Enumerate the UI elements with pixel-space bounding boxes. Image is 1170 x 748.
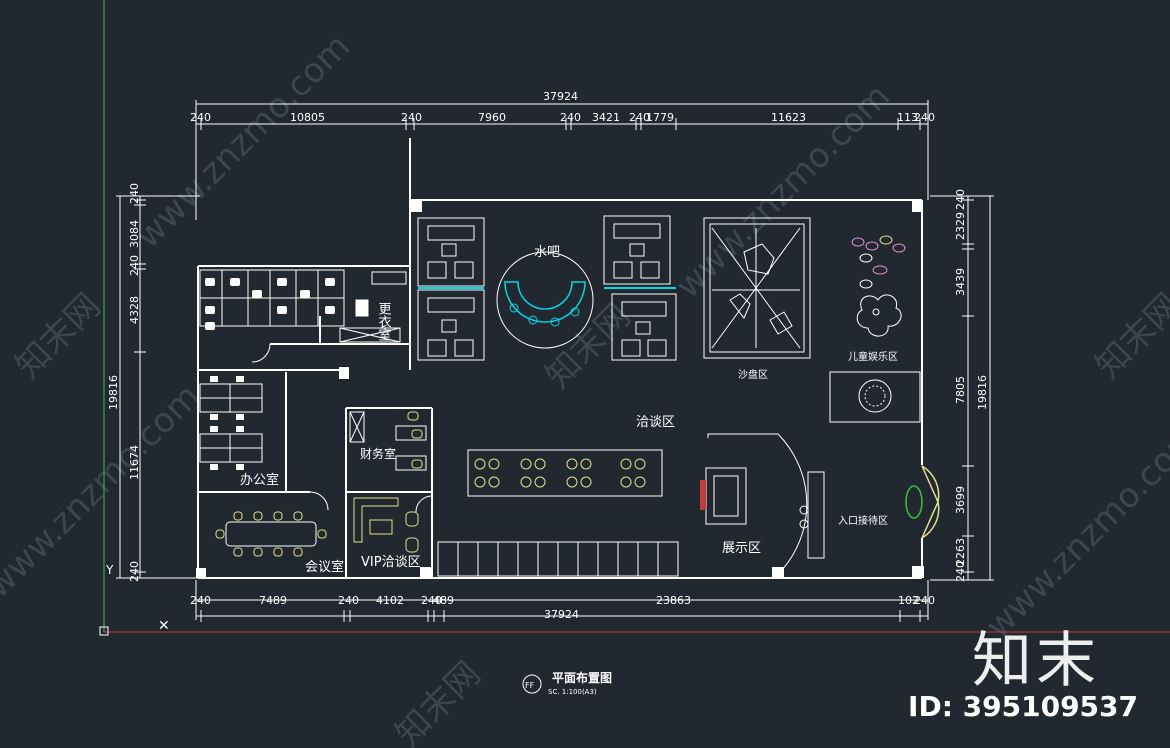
changing-room-fixtures <box>339 271 407 343</box>
water-bar-counter <box>496 251 594 349</box>
dim-top-4: 240 <box>560 111 581 124</box>
workstations-top <box>199 269 345 327</box>
label-reception: 入口接待区 <box>838 514 888 527</box>
title-marker-text: FF <box>525 681 535 690</box>
dim-overall-bottom: 37924 <box>544 608 579 621</box>
kids-zone-toys <box>851 235 906 337</box>
columns <box>196 201 924 579</box>
watermark-site-3: 知末网 <box>1088 286 1170 386</box>
dim-bottom-0: 240 <box>190 594 211 607</box>
planter-box <box>829 371 921 423</box>
label-meeting-room: 会议室 <box>305 559 344 575</box>
title-marker-circle <box>522 674 542 694</box>
interior-doors <box>251 343 433 513</box>
title-block: FF 平面布置图 SC. 1:100(A3) <box>522 670 612 696</box>
dim-bottom-4: 240 <box>421 594 442 607</box>
office-chairs-top <box>205 278 335 330</box>
watermark-site-2: 知末网 <box>538 296 638 396</box>
dimension-ticks <box>134 118 974 622</box>
meeting-table <box>225 521 317 547</box>
ucs-x-label: ✕ <box>158 618 170 634</box>
dim-top-6: 240 <box>629 111 650 124</box>
dim-right-3: 7805 <box>954 376 967 404</box>
dim-left-4: 11674 <box>128 445 141 480</box>
label-vip: VIP洽谈区 <box>361 555 421 570</box>
dim-left-total: 19816 <box>107 375 120 410</box>
reception-desk <box>799 471 825 559</box>
watermark-id: ID: 395109537 <box>908 690 1138 723</box>
dim-left-3: 4328 <box>128 296 141 324</box>
label-negotiation: 洽谈区 <box>636 415 675 430</box>
dim-right-total: 19816 <box>976 375 989 410</box>
dim-top-9: 113 <box>897 111 918 124</box>
entrance-door <box>905 465 940 539</box>
dim-top-0: 240 <box>190 111 211 124</box>
office-chairs <box>210 376 244 470</box>
title-main: 平面布置图 <box>552 670 612 685</box>
label-changing-room: 更衣室 <box>376 302 392 341</box>
seating-row <box>437 541 679 577</box>
dim-top-1: 10805 <box>290 111 325 124</box>
watermark-brand: 知末 <box>972 626 1100 696</box>
office-desks <box>199 383 263 463</box>
dimensions <box>116 100 994 620</box>
exhibition-display <box>700 433 808 571</box>
dim-left-2: 240 <box>128 255 141 276</box>
dim-bottom-5: 489 <box>433 594 454 607</box>
dim-left-5: 240 <box>128 561 141 582</box>
meeting-chairs <box>215 511 327 557</box>
label-finance: 财务室 <box>360 446 396 461</box>
vip-sofa <box>353 497 419 553</box>
negotiation-table <box>467 449 663 497</box>
ucs-y-label: Y <box>105 563 114 577</box>
label-sand-table: 沙盘区 <box>738 368 768 381</box>
dim-left-1: 3084 <box>128 220 141 248</box>
dim-right-6: 240 <box>954 561 967 582</box>
walls <box>197 138 923 579</box>
dim-top-8: 11623 <box>771 111 806 124</box>
dim-right-4: 3699 <box>954 486 967 514</box>
dim-bottom-2: 240 <box>338 594 359 607</box>
sofa-set-left-top <box>417 217 485 361</box>
finance-chairs <box>407 411 423 469</box>
dim-top-3: 7960 <box>478 111 506 124</box>
label-water-bar: 水吧 <box>534 245 560 260</box>
label-office: 办公室 <box>240 472 279 488</box>
finance-furniture <box>349 411 427 471</box>
dim-bottom-7: 102 <box>898 594 919 607</box>
dim-left-0: 240 <box>128 183 141 204</box>
watermark-site-1: 知末网 <box>8 286 108 386</box>
dim-bottom-6: 23863 <box>656 594 691 607</box>
dim-right-0: 2329 <box>954 212 967 240</box>
watermark-url-1: www.znzmo.com <box>128 26 358 256</box>
dim-bottom-8: 240 <box>914 594 935 607</box>
label-exhibition: 展示区 <box>722 541 761 556</box>
dim-top-7: 1779 <box>646 111 674 124</box>
origin-marker <box>99 626 109 636</box>
negotiation-chairs <box>474 458 646 488</box>
dim-overall-top: 37924 <box>543 90 578 103</box>
dim-top-5: 3421 <box>592 111 620 124</box>
dim-bottom-3: 4102 <box>376 594 404 607</box>
dim-right-5: 2263 <box>954 538 967 566</box>
dim-bottom-1: 7489 <box>259 594 287 607</box>
dim-right-2: 3439 <box>954 268 967 296</box>
dim-top-2: 240 <box>401 111 422 124</box>
title-scale: SC. 1:100(A3) <box>548 688 597 696</box>
label-kids-zone: 儿童娱乐区 <box>848 350 898 363</box>
dim-top-10: 240 <box>914 111 935 124</box>
dim-right-1: 240 <box>954 189 967 210</box>
sand-table-model <box>703 217 811 359</box>
watermark-site-4: 知末网 <box>388 654 488 748</box>
sofa-set-right <box>603 215 677 361</box>
